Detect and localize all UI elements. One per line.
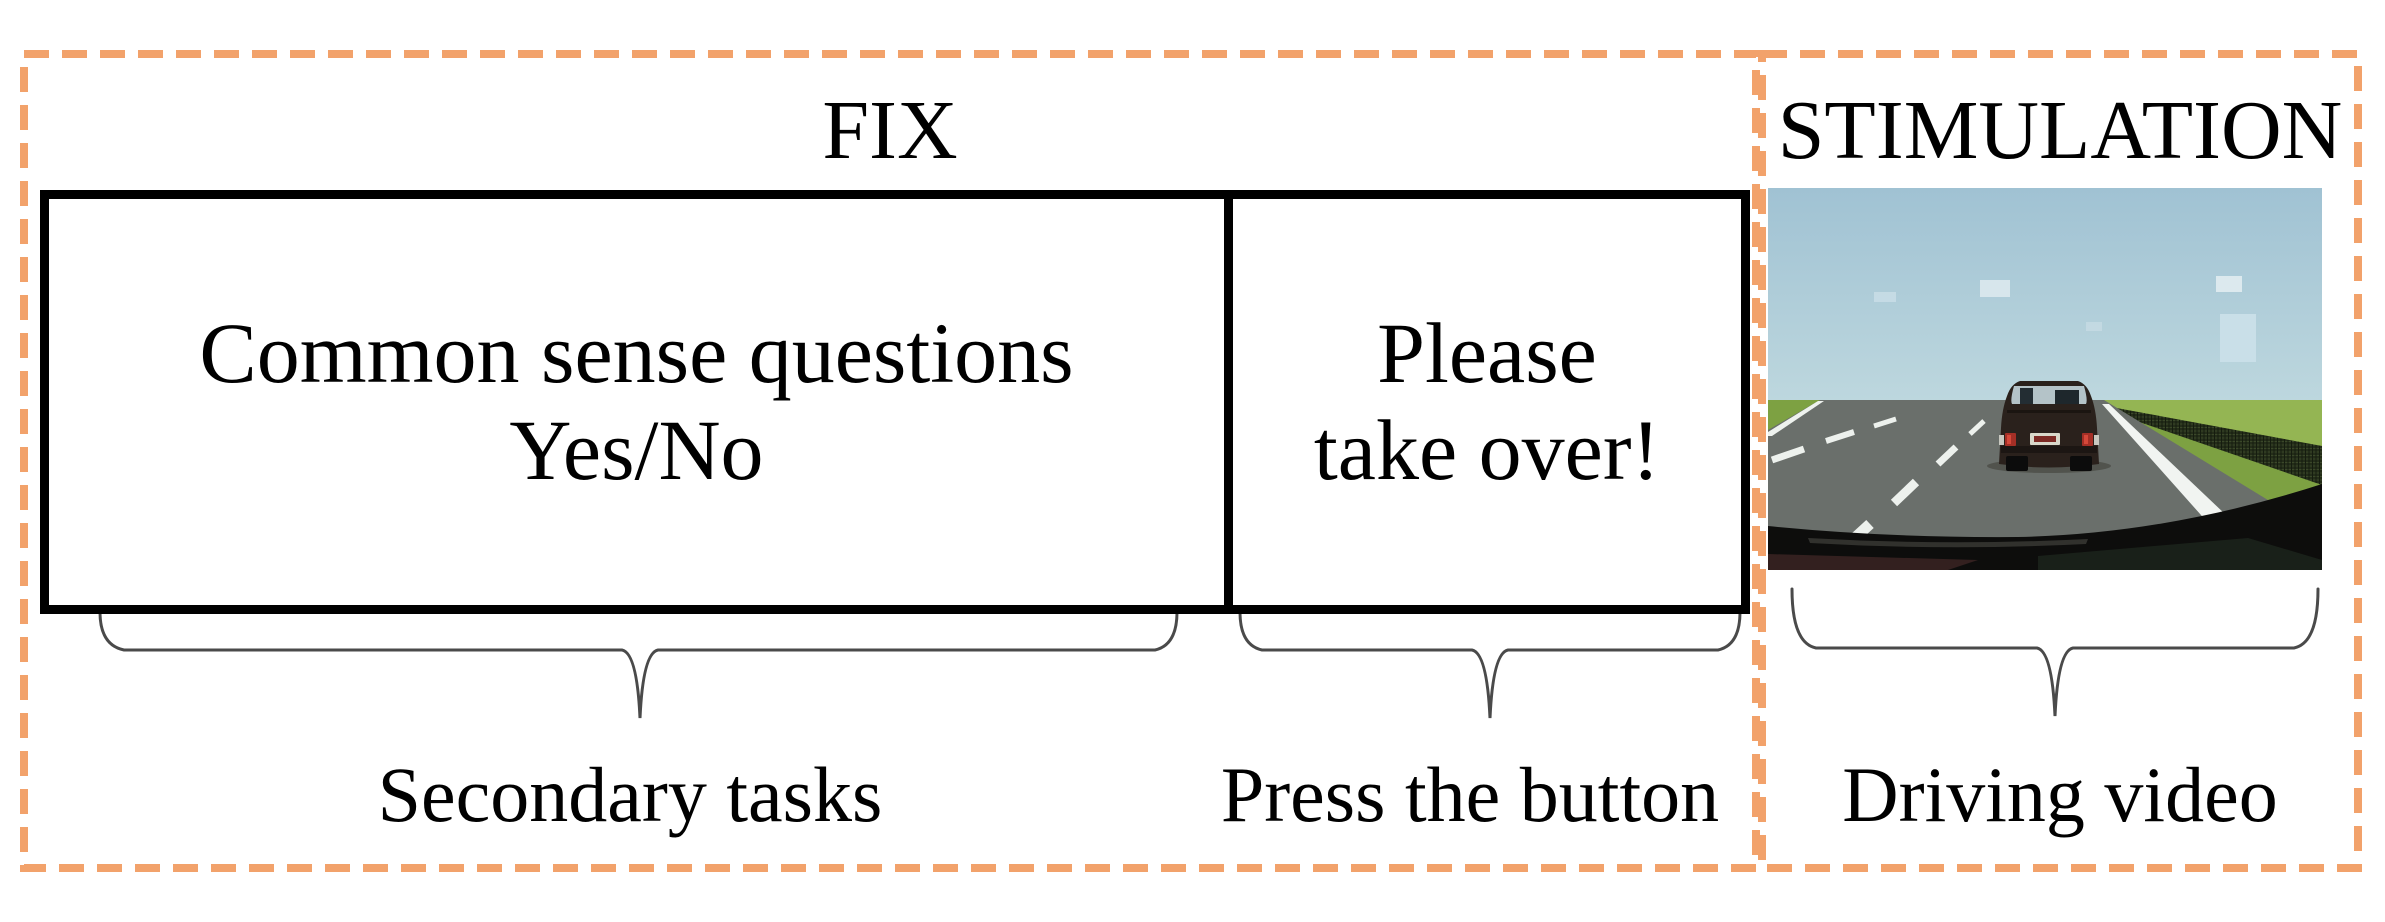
stimulation-panel-title: STIMULATION: [1777, 84, 2343, 177]
sky-cloud-patches: [1874, 276, 2256, 362]
left-dashed-lane-line: [1770, 416, 1897, 464]
license-plate-text: [2034, 436, 2056, 442]
trunk-crease: [2007, 410, 2091, 413]
takeover-line2: take over!: [1313, 402, 1661, 498]
wheel-right: [2070, 456, 2092, 471]
secondary-task-line1: Common sense questions: [199, 305, 1074, 401]
dashboard: [1768, 484, 2322, 570]
wheel-left: [2006, 456, 2028, 471]
stimulation-dashed-border: [1758, 50, 2362, 872]
reflector-left: [1999, 435, 2004, 445]
dashboard-tint-left: [1768, 554, 1978, 570]
takeover-cell: Please take over!: [1233, 199, 1741, 605]
right-grass-verge: [2104, 400, 2322, 446]
secondary-task-cell: Common sense questions Yes/No: [49, 199, 1224, 605]
press-button-label: Press the button: [1220, 751, 1720, 838]
bumper: [2001, 446, 2097, 453]
driving-video-brace: [1790, 587, 2320, 717]
fix-dashed-border: [20, 50, 1760, 872]
driving-video-frame: [1768, 188, 2322, 570]
press-button-brace: [1238, 610, 1742, 719]
takeover-line1: Please: [1377, 305, 1597, 401]
taillight-left-glow: [2007, 435, 2011, 444]
lead-car: [1987, 381, 2111, 473]
secondary-tasks-label: Secondary tasks: [377, 751, 883, 838]
fix-panel-title: FIX: [822, 84, 958, 177]
task-box-divider: [1224, 190, 1233, 614]
dashboard-tint-right: [2038, 538, 2322, 570]
driver-silhouette: [2020, 388, 2033, 404]
wiper-streak: [1808, 538, 2088, 548]
headrest-silhouette: [2055, 390, 2079, 404]
secondary-task-line2: Yes/No: [509, 402, 764, 498]
guardrail-fence: [2111, 407, 2322, 485]
taillight-right-glow: [2084, 435, 2088, 444]
left-road-edge-line: [1768, 401, 1824, 436]
driving-video-label: Driving video: [1842, 751, 2278, 838]
task-box: [40, 190, 1750, 614]
reflector-right: [2094, 435, 2099, 445]
secondary-tasks-brace: [98, 610, 1179, 719]
sky: [1768, 188, 2322, 400]
